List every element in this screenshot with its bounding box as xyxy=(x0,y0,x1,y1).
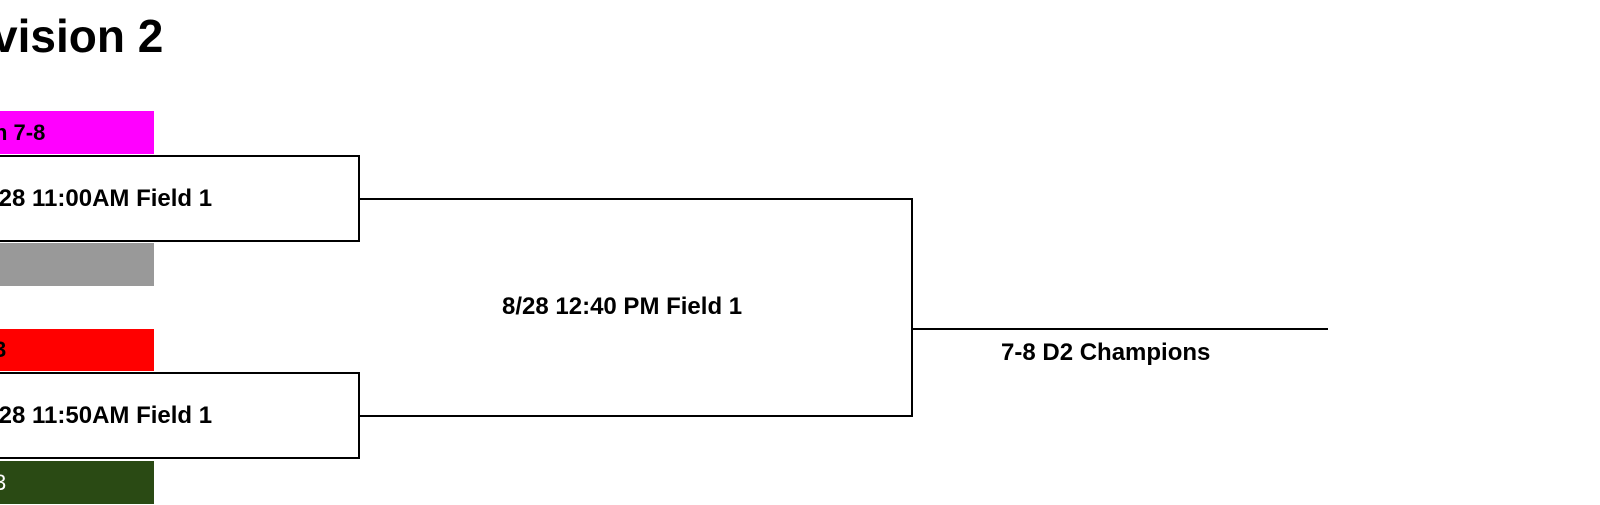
champion-label: 7-8 D2 Champions xyxy=(1001,339,1211,366)
game-1-box: /28 11:00AM Field 1 xyxy=(0,155,360,242)
game-1-label: /28 11:00AM Field 1 xyxy=(0,185,213,212)
final-game-label: 8/28 12:40 PM Field 1 xyxy=(502,293,743,320)
team-slot-1: n 7-8 xyxy=(0,111,154,154)
connector-top-horizontal xyxy=(360,198,913,200)
connector-bottom-horizontal xyxy=(360,415,913,417)
team-slot-4-label: 3 xyxy=(0,470,7,495)
champion-line xyxy=(911,328,1328,330)
team-slot-3-label: 3 xyxy=(0,337,7,362)
team-slot-3: 3 xyxy=(0,329,154,371)
game-2-label: /28 11:50AM Field 1 xyxy=(0,402,213,429)
team-slot-2 xyxy=(0,243,154,286)
division-title: vision 2 xyxy=(0,10,164,62)
team-slot-4: 3 xyxy=(0,461,154,504)
game-2-box: /28 11:50AM Field 1 xyxy=(0,372,360,459)
connector-vertical xyxy=(911,198,913,417)
team-slot-1-label: n 7-8 xyxy=(0,120,46,145)
